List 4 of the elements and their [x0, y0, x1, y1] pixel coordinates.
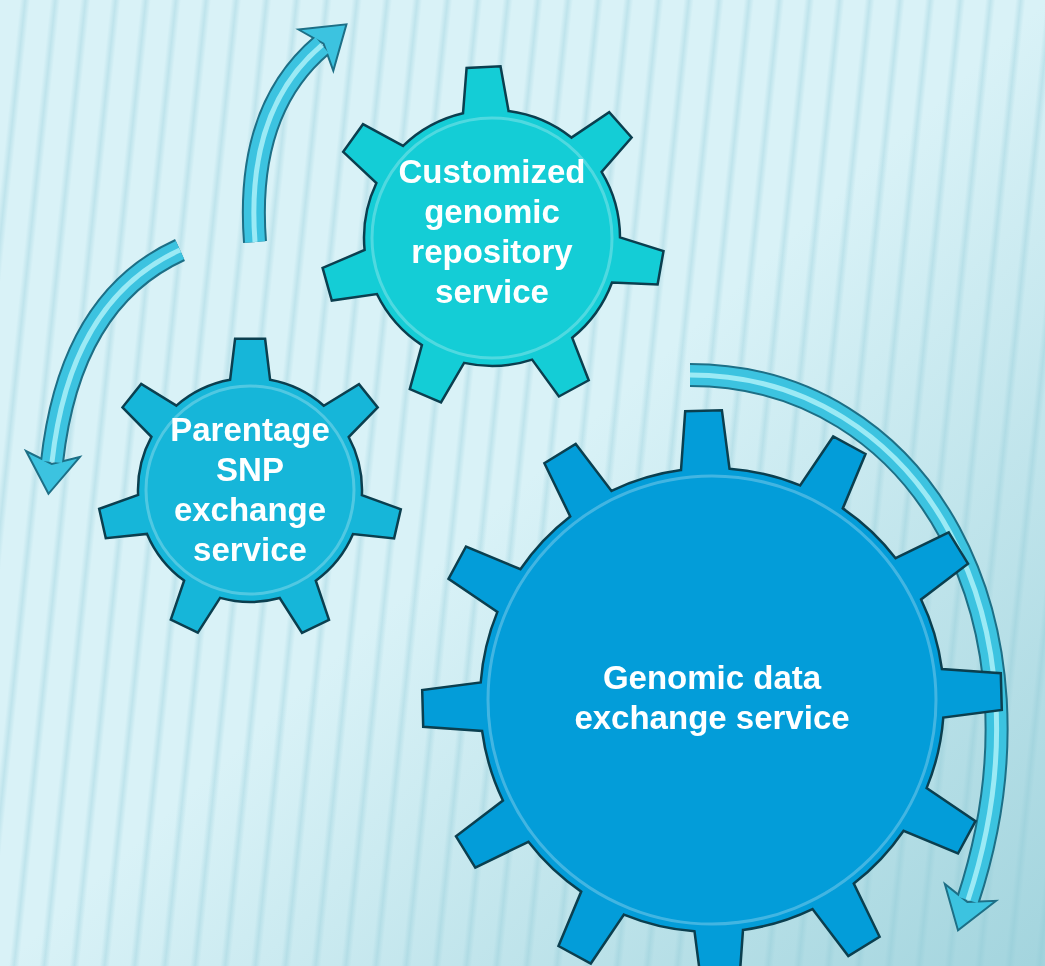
gear-label: Parentage SNP exchange service [169, 409, 331, 571]
gear-label: Customized genomic repository service [397, 151, 587, 313]
gear [422, 410, 1002, 966]
gear-label: Genomic data exchange service [573, 657, 851, 738]
